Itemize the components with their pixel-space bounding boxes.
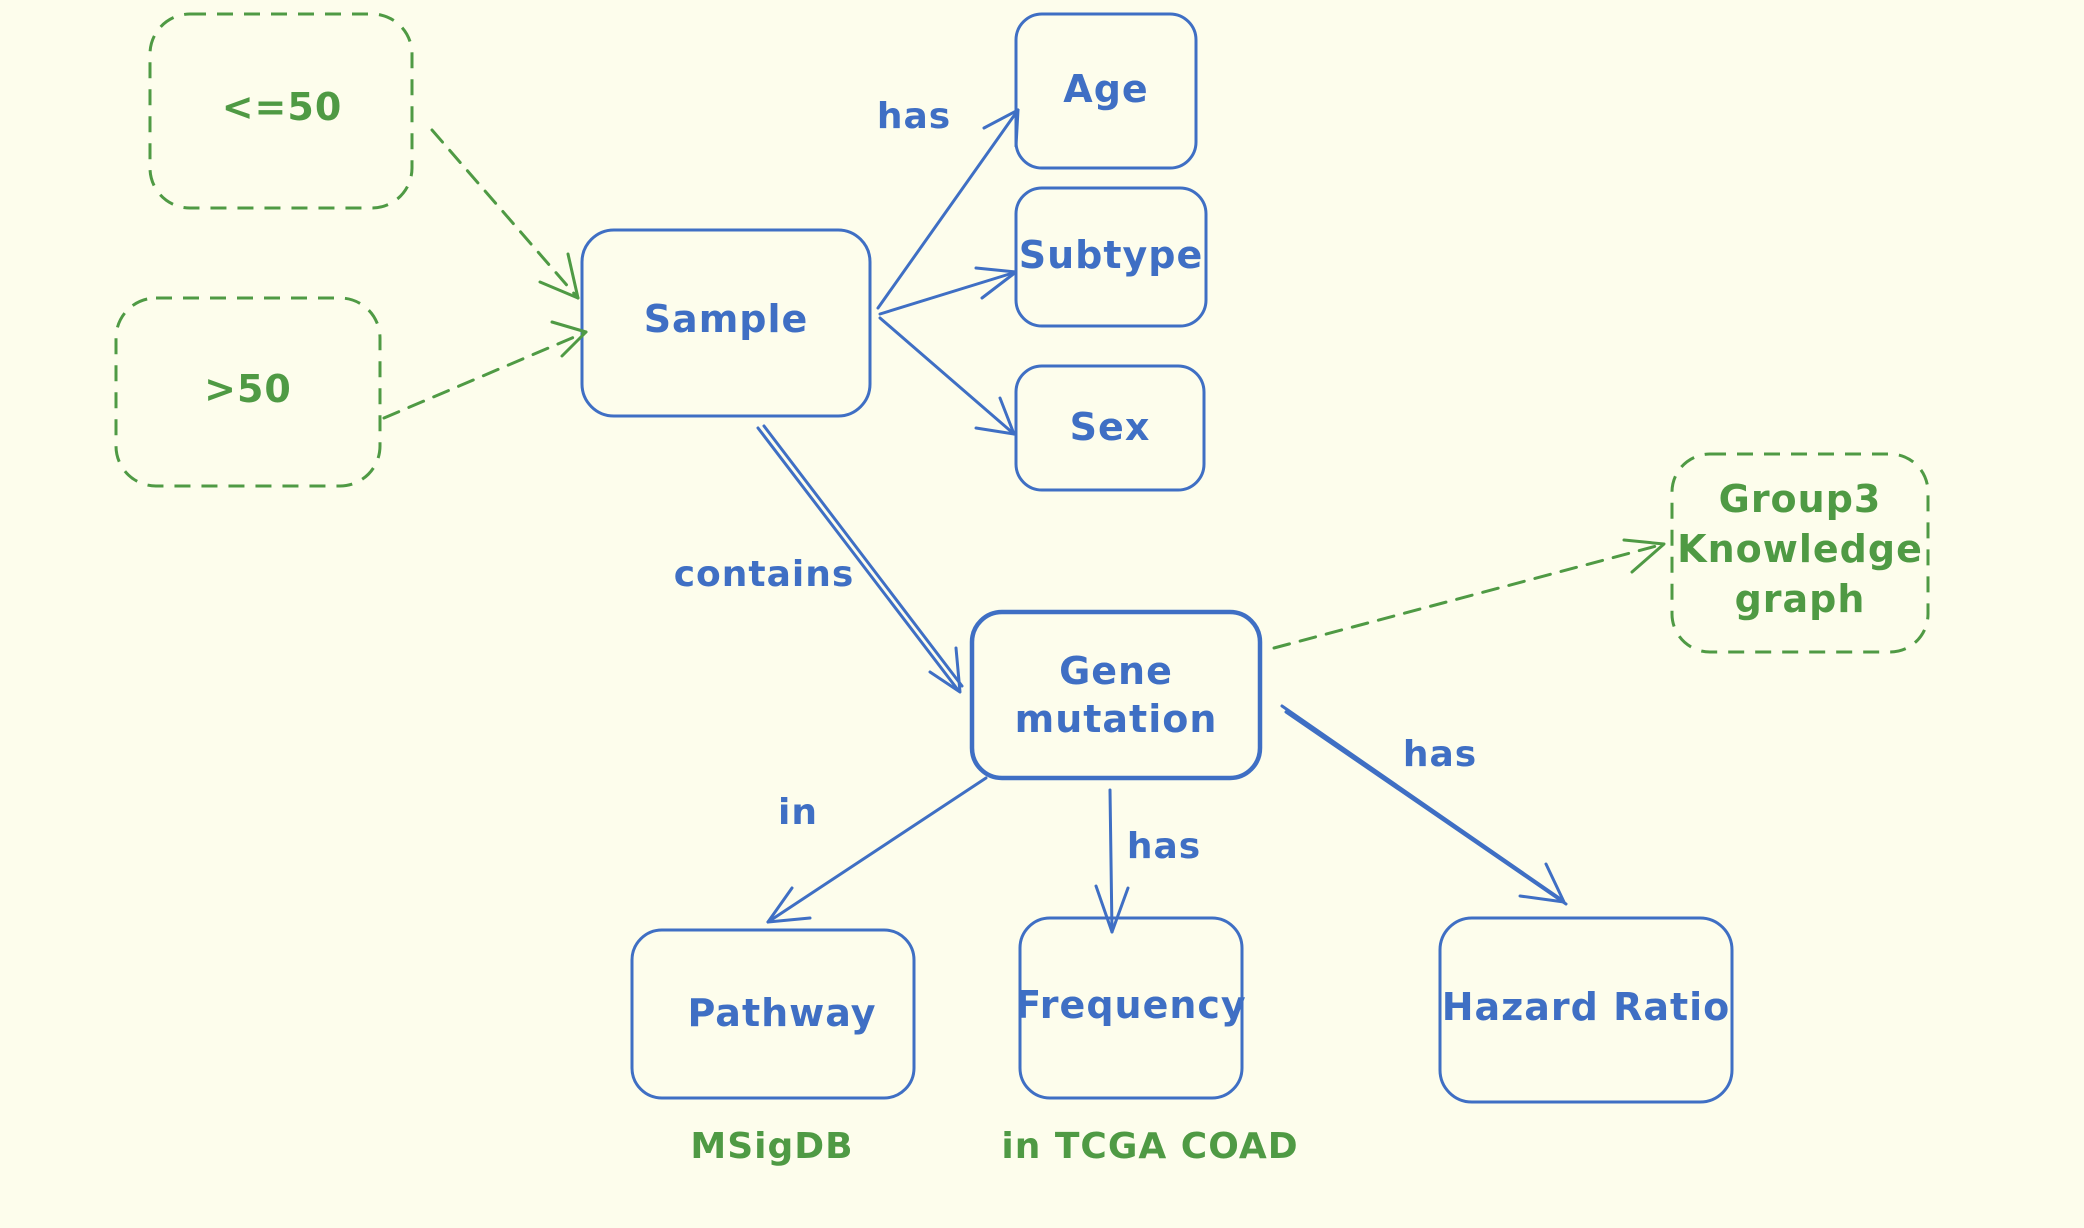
node-age-le-50[interactable]: <=50 [148,12,414,210]
note-tcga-coad: in TCGA COAD [1001,1126,1298,1167]
edge-le50-to-sample [430,128,580,300]
node-gene-mutation-label-line2: mutation [1015,697,1218,741]
node-pathway[interactable]: Pathway [630,928,916,1100]
node-age-le-50-label: <=50 [222,85,343,129]
edge-gene-mutation-to-hazard-ratio [1280,704,1568,906]
node-hazard-ratio[interactable]: Hazard Ratio [1438,916,1734,1104]
node-pathway-label: Pathway [687,991,876,1035]
node-age-gt-50[interactable]: >50 [114,296,382,488]
edge-label-in: in [778,792,818,833]
node-gene-mutation-label-line1: Gene [1059,649,1173,693]
node-sample-label: Sample [644,297,809,341]
node-sex[interactable]: Sex [1014,364,1206,492]
node-hazard-ratio-label: Hazard Ratio [1442,985,1731,1029]
node-subtype[interactable]: Subtype [1014,186,1208,328]
edge-label-contains: contains [674,554,855,595]
edge-gene-mutation-to-frequency [1094,788,1130,934]
node-sex-label: Sex [1070,405,1151,449]
note-msigdb: MSigDB [690,1126,853,1167]
node-group3-label-line2: Knowledge [1677,527,1923,571]
edge-label-hazard-has: has [1403,734,1477,775]
edge-sample-to-age [876,108,1020,310]
node-gene-mutation[interactable]: Gene mutation [969,609,1263,781]
node-age-label: Age [1063,67,1148,111]
node-subtype-label: Subtype [1019,233,1204,277]
node-age[interactable]: Age [1014,12,1198,170]
node-group3-label-line1: Group3 [1719,477,1882,521]
edge-label-frequency-has: has [1127,826,1201,867]
edge-gt50-to-sample [382,320,588,420]
edge-label-sample-has: has [877,96,951,137]
edge-sample-to-subtype [878,266,1018,316]
node-frequency-label: Frequency [1015,983,1246,1027]
node-group3-knowledge-graph[interactable]: Group3 Knowledge graph [1670,452,1930,654]
node-group3-label-line3: graph [1735,577,1866,621]
node-sample[interactable]: Sample [580,228,872,418]
edge-sample-to-sex [878,316,1016,436]
edge-gene-mutation-to-pathway [766,776,988,924]
node-age-gt-50-label: >50 [204,367,292,411]
node-frequency[interactable]: Frequency [1015,916,1246,1100]
edge-sample-to-gene-mutation [756,424,964,694]
edge-gene-mutation-to-group3 [1272,538,1666,650]
